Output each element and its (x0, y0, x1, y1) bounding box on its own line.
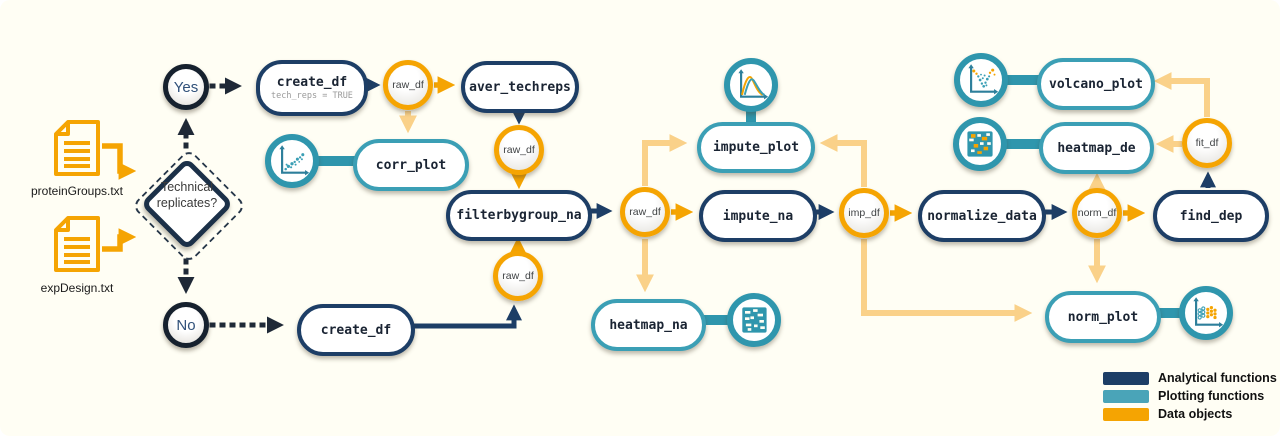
node-label: heatmap_de (1057, 140, 1136, 156)
node-label: find_dep (1179, 208, 1243, 224)
data-object-label: imp_df (848, 207, 880, 219)
light-orange-arrows (399, 72, 1210, 322)
legend-row-data-objects: Data objects (1103, 405, 1277, 423)
arrow-create-df-bottom-to-raw-df (408, 304, 523, 329)
legend-swatch-data-objects (1103, 407, 1149, 421)
jitter-plot-icon (1193, 297, 1224, 328)
node-impute-plot: impute_plot (697, 122, 815, 173)
node-heatmap-na: heatmap_na (591, 299, 706, 351)
legend-swatch-plotting (1103, 389, 1149, 403)
node-filterbygroup-na: filterbygroup_na (446, 190, 592, 241)
heatmap-de-icon-circle (953, 117, 1007, 171)
data-object-label: raw_df (392, 79, 424, 91)
node-corr-plot: corr_plot (353, 139, 469, 191)
legend: Analytical functions Plotting functions … (1103, 369, 1277, 423)
legend-label: Analytical functions (1158, 371, 1277, 385)
file-icon (54, 216, 100, 272)
volcano-scatter-icon (968, 64, 999, 95)
impute-plot-icon-circle (724, 58, 778, 112)
norm-plot-icon-circle (1179, 286, 1233, 340)
scatter-plot-icon (279, 145, 310, 176)
data-circle-raw-df-2: raw_df (494, 125, 544, 175)
arrow-proteingroups-to-decision (102, 143, 137, 180)
heatmap-na-icon-circle (727, 293, 781, 347)
heatmap-de-icon (967, 131, 993, 157)
arrow-imp-df-to-norm-plot (861, 239, 1033, 322)
data-circle-imp-df: imp_df (839, 188, 889, 238)
node-label: heatmap_na (609, 317, 688, 333)
node-label: create_df (276, 75, 348, 90)
volcano-plot-icon-circle (954, 53, 1008, 107)
node-param: tech_reps = TRUE (271, 91, 353, 101)
data-circle-raw-df-4: raw_df (493, 251, 543, 301)
node-aver-techreps: aver_techreps (461, 61, 579, 113)
data-circle-norm-df: norm_df (1072, 188, 1122, 238)
node-normalize-data: normalize_data (918, 190, 1046, 242)
corr-plot-icon-circle (265, 134, 319, 188)
node-label: norm_plot (1067, 309, 1139, 325)
node-label: impute_plot (712, 140, 800, 155)
data-object-label: raw_df (629, 206, 661, 218)
node-label: normalize_data (927, 208, 1037, 224)
node-volcano-plot: volcano_plot (1037, 58, 1155, 110)
density-plot-icon (738, 69, 769, 100)
decision-question: Technical replicates? (156, 180, 218, 211)
expdesign-file-icon (52, 215, 102, 278)
orange-arrows (102, 76, 1146, 255)
data-circle-raw-df-1: raw_df (383, 60, 433, 110)
file-icon (54, 120, 100, 176)
node-label: volcano_plot (1049, 76, 1143, 92)
data-circle-raw-df-3: raw_df (620, 187, 670, 237)
legend-row-analytical: Analytical functions (1103, 369, 1277, 387)
legend-row-plotting: Plotting functions (1103, 387, 1277, 405)
no-node: No (163, 302, 209, 348)
legend-label: Plotting functions (1158, 389, 1265, 403)
legend-swatch-analytical (1103, 371, 1149, 385)
no-label: No (176, 316, 196, 334)
data-object-label: fit_df (1195, 137, 1219, 149)
node-heatmap-de: heatmap_de (1039, 122, 1154, 174)
legend-label: Data objects (1158, 407, 1233, 421)
arrow-raw-df-to-impute-plot (642, 134, 688, 186)
node-impute-na: impute_na (699, 190, 817, 242)
node-label: filterbygroup_na (456, 208, 582, 223)
node-label: create_df (320, 322, 392, 338)
data-object-label: raw_df (503, 144, 535, 156)
expdesign-file-label: expDesign.txt (40, 281, 114, 295)
node-label: impute_na (722, 208, 794, 224)
arrow-imp-df-to-impute-plot (819, 134, 867, 187)
yes-label: Yes (173, 78, 199, 96)
heatmap-icon (742, 307, 767, 333)
data-circle-fit-df: fit_df (1182, 118, 1232, 168)
arrow-fit-df-to-volcano-plot (1153, 72, 1210, 117)
data-object-label: raw_df (502, 270, 534, 282)
proteingroups-file-label: proteinGroups.txt (30, 184, 124, 198)
proteingroups-file-icon (52, 119, 102, 182)
dotted-arrows (177, 77, 284, 334)
node-label: corr_plot (375, 157, 447, 173)
node-create-df-bottom: create_df (297, 304, 415, 356)
node-create-df-top: create_df tech_reps = TRUE (256, 60, 368, 116)
data-object-label: norm_df (1077, 207, 1117, 219)
yes-node: Yes (163, 64, 209, 110)
node-label: aver_techreps (469, 79, 571, 95)
node-find-dep: find_dep (1153, 190, 1269, 242)
arrow-expdesign-to-decision (102, 228, 137, 252)
node-norm-plot: norm_plot (1045, 291, 1161, 343)
